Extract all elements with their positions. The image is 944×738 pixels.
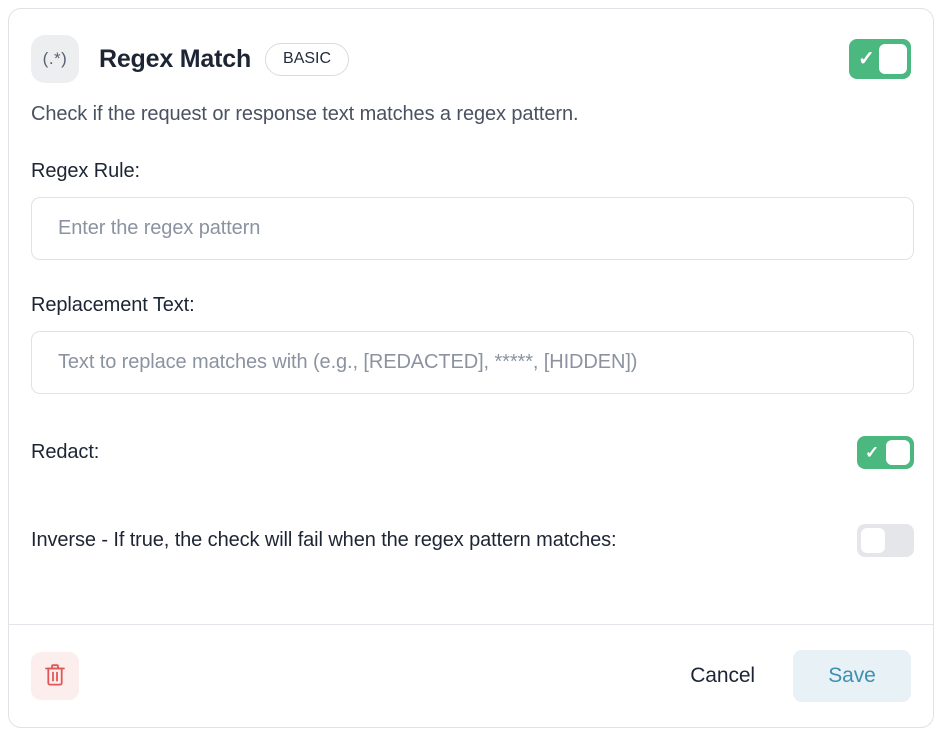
- card-body: (.*) Regex Match BASIC ✓ Check if the re…: [9, 9, 933, 624]
- save-button[interactable]: Save: [793, 650, 911, 702]
- trash-icon: [44, 663, 66, 690]
- regex-icon-glyph: (.*): [42, 49, 68, 68]
- checkmark-icon: ✓: [865, 443, 880, 462]
- regex-rule-input[interactable]: [31, 197, 914, 260]
- switch-row-inverse: Inverse - If true, the check will fail w…: [31, 524, 914, 557]
- regex-icon: (.*): [31, 35, 79, 83]
- replacement-text-input[interactable]: [31, 331, 914, 394]
- check-description: Check if the request or response text ma…: [31, 103, 579, 125]
- redact-toggle[interactable]: ✓: [857, 436, 914, 469]
- page-title: Regex Match: [99, 44, 252, 73]
- field-replacement-text: Replacement Text:: [31, 294, 914, 394]
- card-footer: Cancel Save: [9, 625, 933, 727]
- cancel-button[interactable]: Cancel: [674, 654, 771, 698]
- check-config-card: (.*) Regex Match BASIC ✓ Check if the re…: [8, 8, 934, 728]
- card-header: (.*) Regex Match BASIC ✓: [31, 31, 911, 87]
- toggle-knob: [886, 440, 910, 465]
- inverse-toggle[interactable]: [857, 524, 914, 557]
- enable-check-toggle[interactable]: ✓: [849, 39, 911, 79]
- toggle-knob: [879, 44, 907, 74]
- switch-row-redact: Redact: ✓: [31, 436, 914, 469]
- replacement-text-label: Replacement Text:: [31, 294, 195, 316]
- delete-button[interactable]: [31, 652, 79, 700]
- inverse-label: Inverse - If true, the check will fail w…: [31, 529, 617, 551]
- field-regex-rule: Regex Rule:: [31, 160, 914, 260]
- regex-rule-label: Regex Rule:: [31, 160, 140, 182]
- footer-divider: [9, 624, 933, 625]
- toggle-knob: [861, 528, 885, 553]
- checkmark-icon: ✓: [858, 48, 875, 70]
- tier-badge: BASIC: [265, 42, 350, 76]
- redact-label: Redact:: [31, 441, 100, 463]
